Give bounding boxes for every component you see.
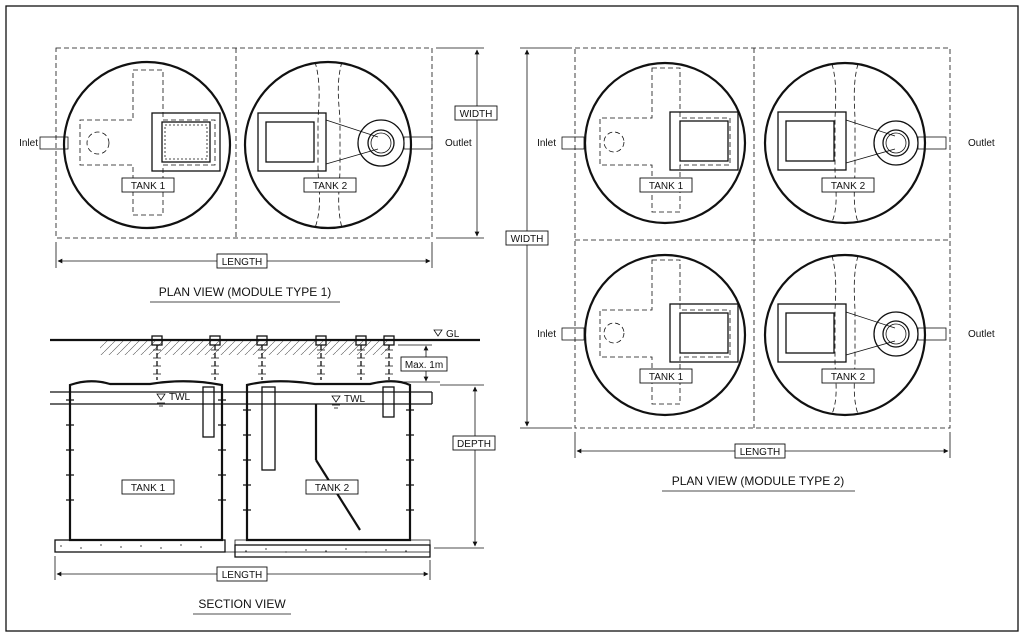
tank1-label-section: TANK 1 (131, 483, 166, 494)
tank1-label-p1: TANK 1 (131, 181, 166, 192)
drawing-frame (5, 5, 1019, 632)
outlet-pipe (403, 136, 433, 150)
tank2-plan-outline (243, 60, 413, 230)
gl-label: GL (446, 329, 460, 340)
length-label-p2: LENGTH (740, 447, 781, 458)
tank2-plan-b-outline (763, 253, 927, 417)
tank2-plan-a-outline (763, 61, 927, 225)
tank1-label-p2a: TANK 1 (649, 181, 684, 192)
length-label-p1: LENGTH (222, 257, 263, 268)
width-label-p1: WIDTH (460, 109, 493, 120)
tank2-label-p1: TANK 2 (313, 181, 348, 192)
inlet-label-1: Inlet (19, 138, 38, 149)
plan-type2-title: PLAN VIEW (MODULE TYPE 2) (672, 474, 844, 488)
tank2-section-outline (245, 380, 412, 542)
tank2-label-p2b: TANK 2 (831, 372, 866, 383)
outlet-label-1: Outlet (445, 138, 472, 149)
section-view: GL TWL TWL TANK 1 (50, 329, 496, 615)
twl-label-1: TWL (169, 392, 191, 403)
depth-label: DEPTH (457, 439, 491, 450)
tank1-plan-b-outline (583, 253, 747, 417)
inlet-riser-icon (86, 131, 110, 155)
tank1-plan-a-outline (583, 61, 747, 225)
inlet-pipe (39, 136, 69, 150)
tank1-section-outline (68, 380, 224, 542)
plan-type1-title: PLAN VIEW (MODULE TYPE 1) (159, 285, 331, 299)
width-label-p2: WIDTH (511, 234, 544, 245)
inlet-label-2b: Inlet (537, 329, 556, 340)
tank2-label-p2a: TANK 2 (831, 181, 866, 192)
max-depth-label: Max. 1m (405, 360, 443, 371)
plan-view-type-1: Inlet Outlet TANK 1 TANK 2 WIDTH LENGTH … (19, 47, 498, 303)
tank1-label-p2b: TANK 1 (649, 372, 684, 383)
tank2-label-section: TANK 2 (315, 483, 350, 494)
tank1-plan-outline (62, 60, 232, 230)
plan-view-type-2: Inlet Inlet Outlet Outlet TANK 1 TANK 2 … (505, 47, 995, 492)
inlet-label-2a: Inlet (537, 138, 556, 149)
section-title: SECTION VIEW (198, 597, 286, 611)
twl-label-2: TWL (344, 394, 366, 405)
outlet-label-2b: Outlet (968, 329, 995, 340)
outlet-riser-icon (357, 119, 405, 167)
outlet-label-2a: Outlet (968, 138, 995, 149)
length-label-section: LENGTH (222, 570, 263, 581)
